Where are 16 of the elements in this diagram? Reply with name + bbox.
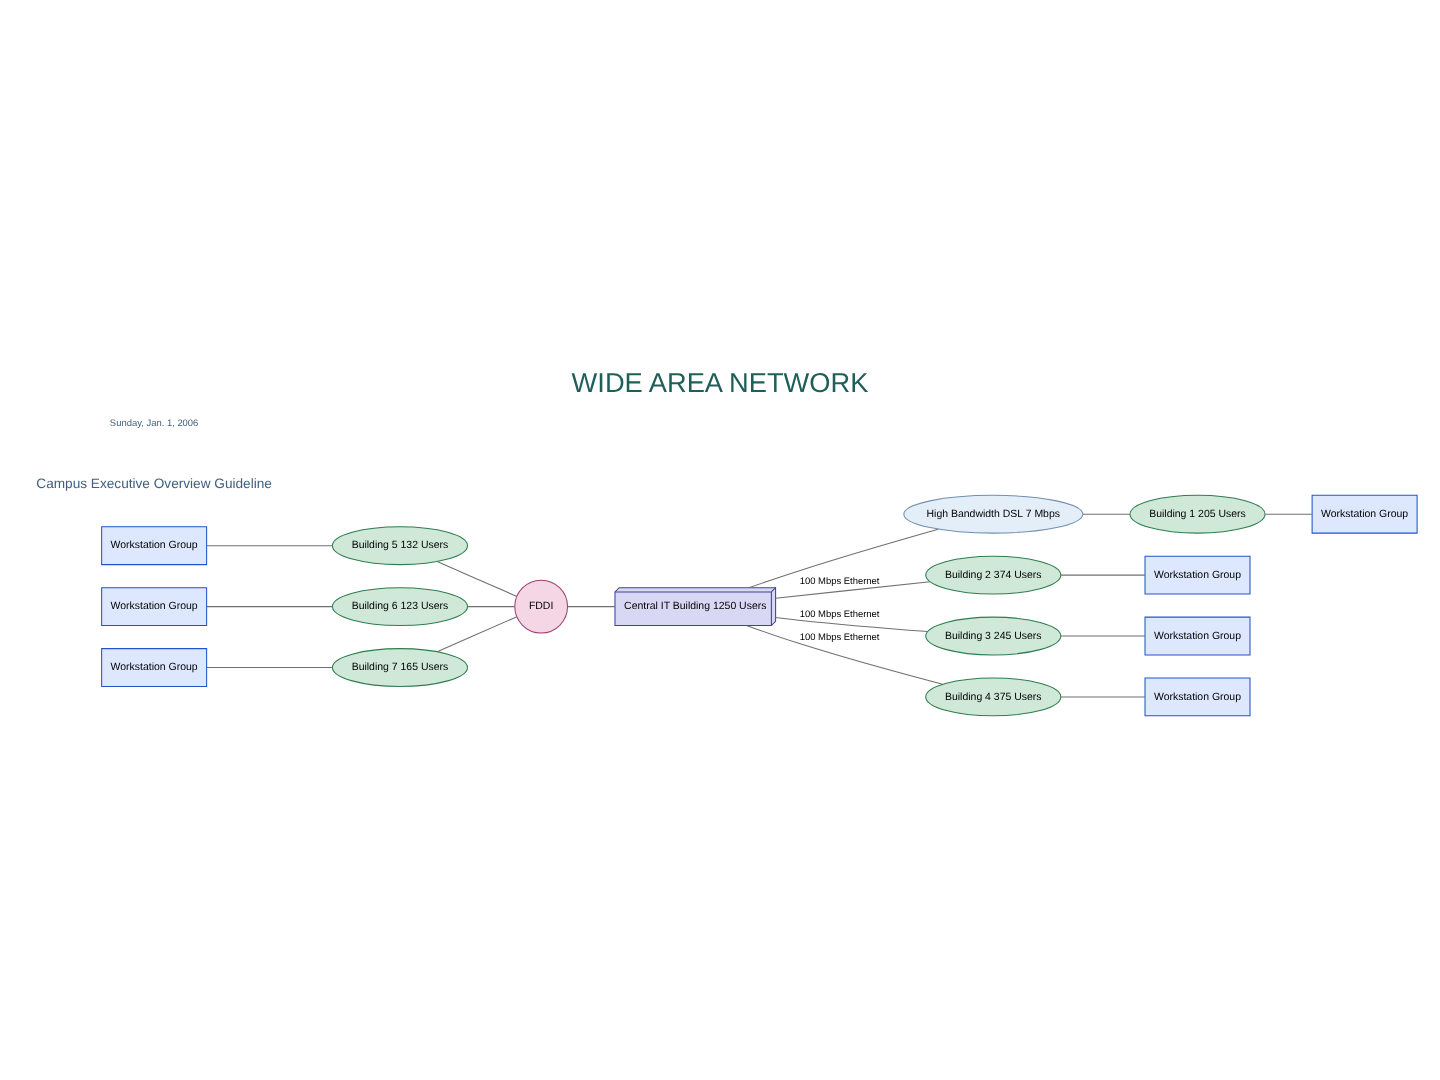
connector [436, 560, 517, 596]
connector [206, 605, 333, 607]
connector [748, 527, 939, 588]
connector [1060, 695, 1146, 697]
connector [1082, 512, 1131, 514]
diagram-title: WIDE AREA NETWORK [571, 367, 869, 398]
connector [467, 605, 515, 607]
connector [206, 544, 333, 546]
connector [1264, 512, 1313, 514]
connector [775, 580, 931, 598]
connector [567, 605, 616, 607]
connector [1060, 573, 1146, 575]
connector [775, 616, 929, 632]
connector [746, 624, 944, 684]
connector [206, 666, 333, 668]
connector [1060, 634, 1146, 636]
